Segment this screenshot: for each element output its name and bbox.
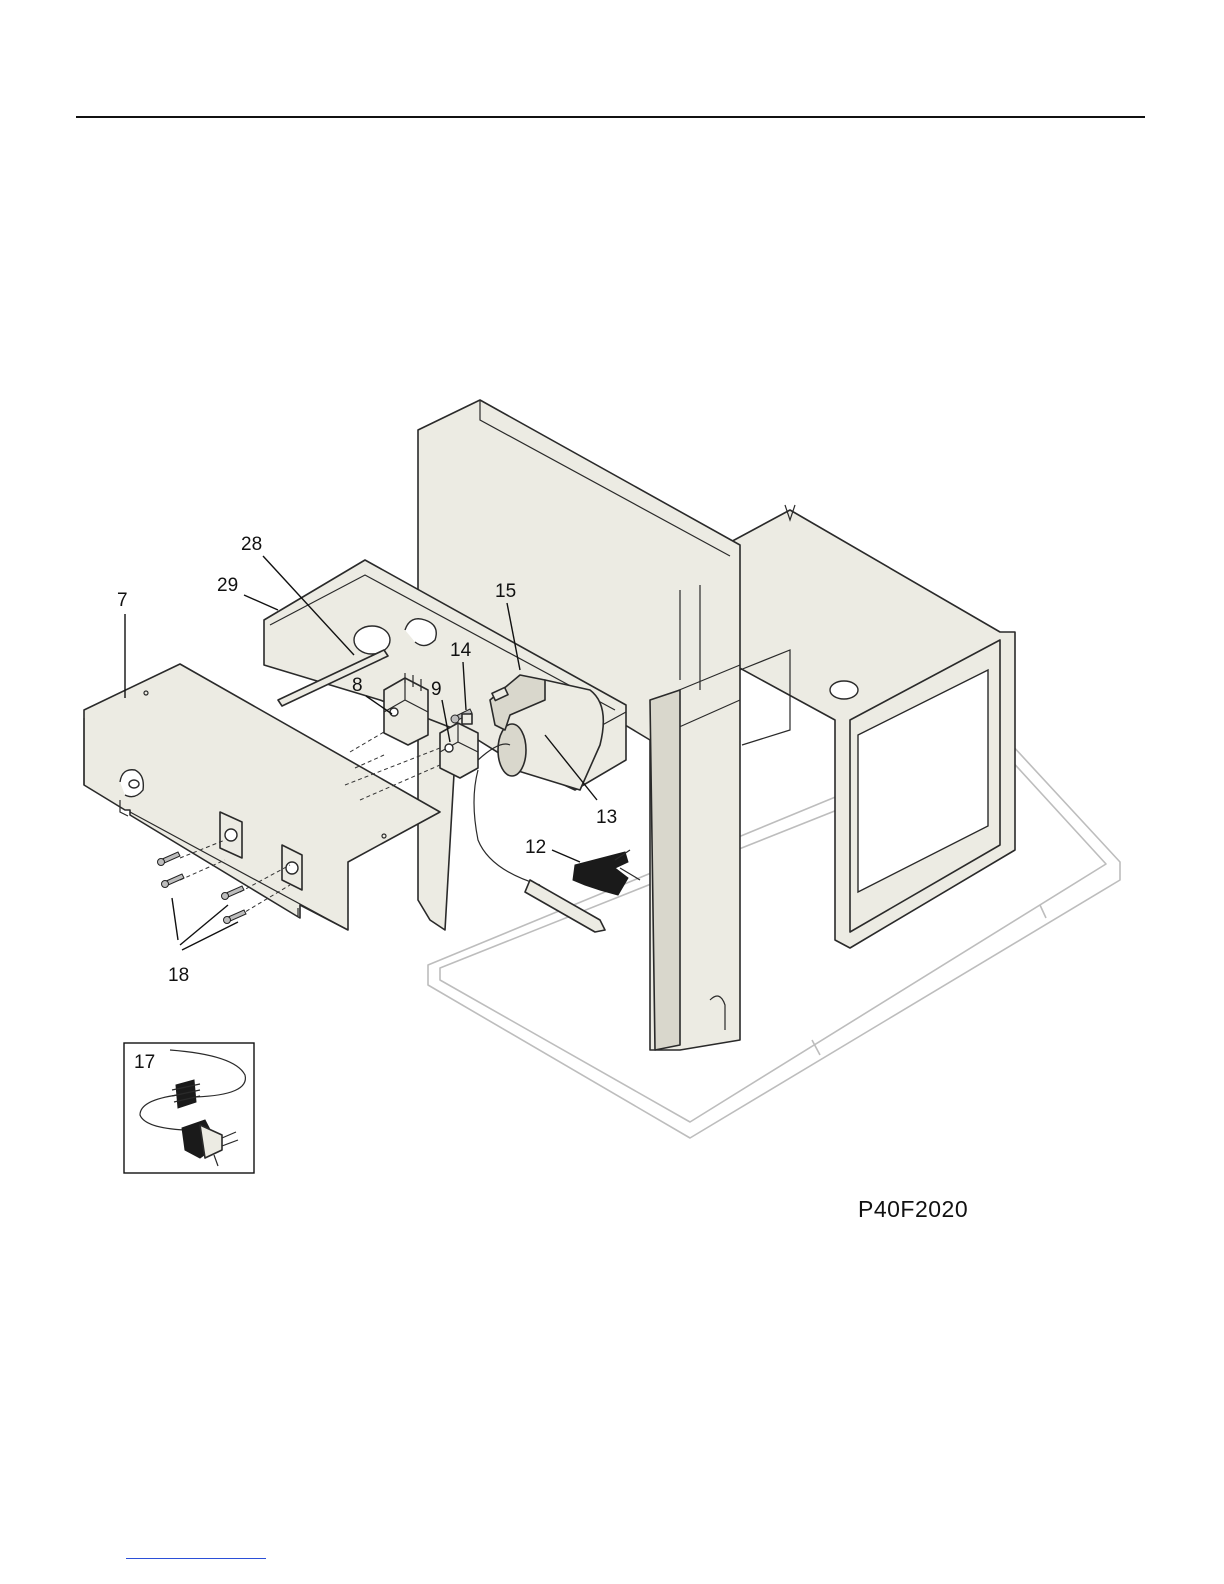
callout-17: 17	[134, 1052, 155, 1073]
callout-15: 15	[495, 581, 516, 602]
power-cord-inset: 17	[124, 1043, 254, 1173]
callout-7: 7	[117, 590, 128, 611]
callout-9: 9	[431, 679, 442, 700]
drawing-code: P40F2020	[858, 1196, 968, 1222]
callout-14: 14	[450, 640, 472, 661]
callout-29: 29	[217, 575, 238, 596]
footer-link-underline[interactable]	[126, 1558, 266, 1559]
callout-18: 18	[168, 965, 189, 986]
callout-13: 13	[596, 807, 617, 828]
drain-hole-icon	[830, 681, 858, 699]
callout-28: 28	[241, 534, 262, 555]
base-pan	[428, 730, 1120, 1138]
callout-12: 12	[525, 837, 546, 858]
callout-8: 8	[352, 675, 363, 696]
